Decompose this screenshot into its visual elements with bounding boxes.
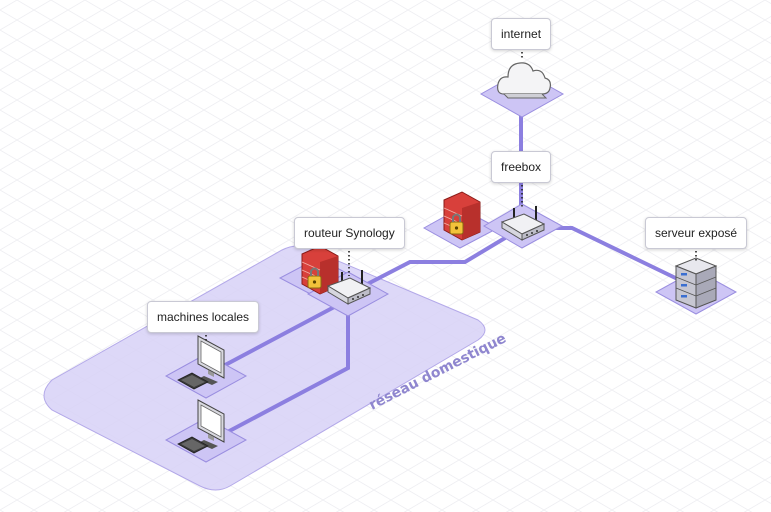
label-leaders (205, 48, 697, 342)
desktop-computer-icon (177, 335, 225, 390)
router-firewall-icon (301, 245, 339, 295)
link-router-pc2 (218, 301, 350, 438)
label-freebox: freebox (491, 151, 552, 183)
label-server: serveur exposé (645, 217, 748, 249)
freebox-firewall-icon (443, 191, 481, 241)
freebox-router-icon (500, 206, 546, 241)
link-freebox-router (348, 236, 507, 295)
link-router-pc1 (210, 303, 340, 374)
label-local-machines: machines locales (147, 301, 260, 333)
label-internet: internet (491, 18, 552, 50)
tile-pc2 (164, 417, 248, 463)
tile-pc1 (164, 353, 248, 399)
desktop-computer-icon (177, 399, 225, 454)
synology-router-icon (326, 270, 372, 305)
label-router-synology: routeur Synology (294, 217, 405, 249)
server-icon (674, 257, 718, 309)
cloud-icon (497, 62, 552, 99)
